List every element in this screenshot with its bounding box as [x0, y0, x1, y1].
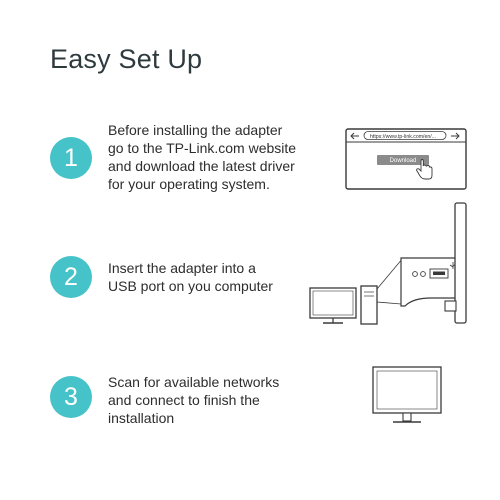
step-1-line: Before installing the adapter [108, 122, 283, 138]
step-2-text: Insert the adapter into a USB port on yo… [108, 259, 328, 295]
step-1-line: and download the latest driver [108, 158, 295, 174]
download-button-label: Download [390, 158, 417, 164]
step-1-number-badge: 1 [50, 137, 92, 179]
step-1-line: for your operating system. [108, 176, 270, 192]
browser-url-text: https://www.tp-link.com/en/... [370, 134, 436, 140]
step-3-line: installation [108, 410, 175, 426]
zoom-line [376, 257, 404, 290]
hand-pointer-icon [416, 159, 433, 180]
browser-download-illustration: https://www.tp-link.com/en/... Download [345, 128, 467, 190]
usb-adapter-illustration [309, 202, 467, 325]
arrow-right-icon [451, 132, 460, 140]
step-3-text: Scan for available networks and connect … [108, 373, 328, 427]
download-button[interactable] [377, 155, 429, 165]
step-2-line: Insert the adapter into a [108, 260, 256, 276]
step-3-number-badge: 3 [50, 376, 92, 418]
page-title: Easy Set Up [50, 44, 203, 74]
usb-adapter-antenna [444, 202, 467, 324]
monitor-icon [372, 366, 442, 423]
step-1-text: Before installing the adapter go to the … [108, 121, 328, 193]
monitor-icon [309, 287, 357, 324]
step-2-number-badge: 2 [50, 256, 92, 298]
computer-tower-icon [360, 285, 378, 325]
zoom-line [376, 301, 402, 305]
step-2-line: USB port on you computer [108, 278, 273, 294]
browser-url-bar [363, 131, 447, 140]
usb-port-closeup [400, 257, 466, 307]
step-3-line: Scan for available networks [108, 374, 280, 390]
step-3-line: and connect to finish the [108, 392, 260, 408]
step-1-line: go to the TP-Link.com website [108, 140, 297, 156]
arrow-left-icon [350, 132, 359, 140]
desktop-monitor-illustration [372, 366, 442, 423]
